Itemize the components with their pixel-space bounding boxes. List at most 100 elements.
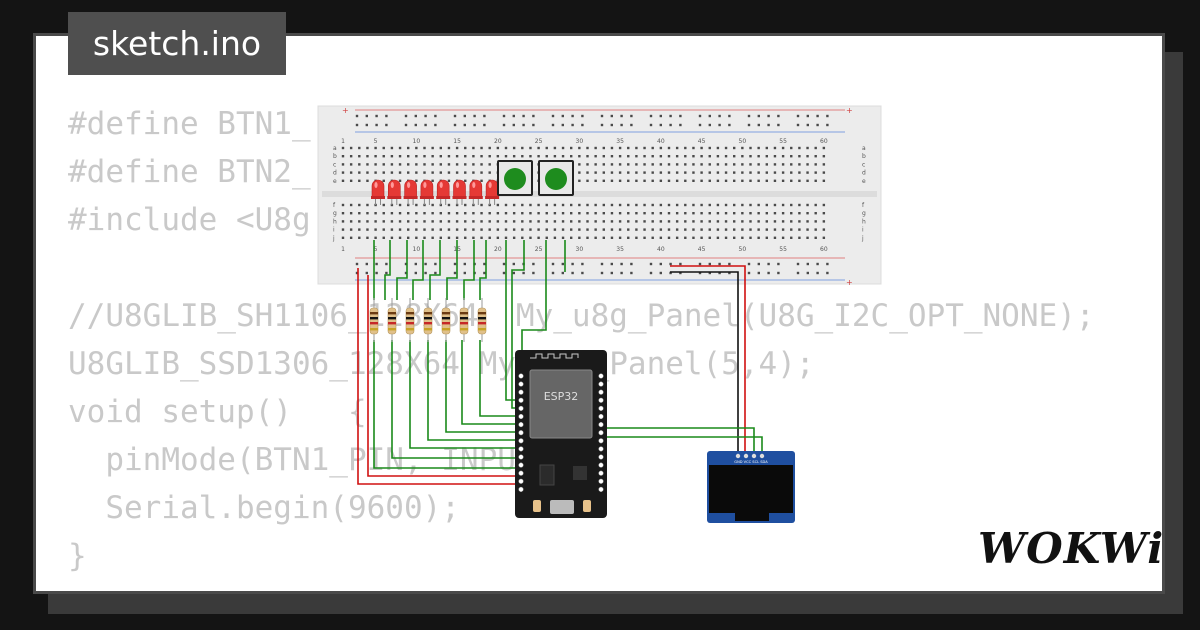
breadboard-hole [537,212,540,215]
led-red[interactable] [403,179,418,205]
breadboard-hole [602,220,605,223]
breadboard-hole [472,171,475,174]
breadboard-hole [643,228,646,231]
breadboard-hole [635,228,638,231]
esp32-board[interactable]: ESP32 [515,350,607,518]
resistor[interactable] [387,298,397,342]
breadboard-hole [415,171,418,174]
resistor[interactable] [459,298,469,342]
rail-hole [757,262,760,266]
breadboard-hole [659,228,663,231]
rail-hole [649,262,653,266]
rail-hole [512,271,515,275]
rail-hole [483,123,486,127]
breadboard-hole [578,171,581,174]
esp32-pin [598,470,604,476]
breadboard-hole [790,155,793,158]
led-red[interactable] [419,179,434,205]
breadboard-hole [366,179,369,182]
breadboard-hole [806,212,809,215]
rail-hole [385,123,388,127]
breadboard-hole [757,220,760,223]
column-number: 35 [616,138,624,145]
breadboard-hole [415,220,418,223]
resistor[interactable] [369,298,379,342]
wire-green [429,240,441,300]
column-number: 30 [576,138,584,145]
breadboard-hole [675,220,679,223]
breadboard-hole [488,220,491,223]
breadboard-hole [814,203,817,207]
breadboard-hole [366,146,369,150]
rail-hole [708,271,711,275]
breadboard-hole [341,179,345,182]
oled-display[interactable]: GND VCC SCL SDA [707,451,795,523]
breadboard-hole [366,163,369,166]
rail-hole [796,123,800,127]
breadboard-hole [675,203,679,207]
breadboard-hole [610,179,614,182]
led-red[interactable] [452,179,467,205]
breadboard-hole [366,220,369,223]
rail-hole [728,271,731,275]
file-tab[interactable]: sketch.ino [68,12,286,75]
rail-hole [600,123,604,127]
column-number: 10 [413,246,421,253]
push-button[interactable] [497,160,533,196]
rail-hole [610,123,613,127]
rail-hole [581,262,584,266]
breadboard-hole [692,163,695,166]
esp32-pin [518,454,524,460]
breadboard-hole [667,163,671,166]
breadboard-hole [586,203,589,207]
breadboard-hole [366,236,369,239]
breadboard-hole [341,146,345,150]
breadboard-hole [374,163,377,166]
breadboard-hole [455,146,459,150]
row-letter: g [862,210,866,217]
breadboard-hole [366,155,369,158]
breadboard-hole [741,146,744,150]
breadboard-hole [570,155,573,158]
row-letter: d [333,170,337,177]
rail-hole [796,262,800,266]
breadboard-hole [724,146,728,150]
led-red[interactable] [387,179,402,205]
breadboard-hole [798,228,801,231]
breadboard-hole [781,236,785,239]
led-red[interactable] [468,179,483,205]
breadboard-hole [358,236,361,239]
push-button[interactable] [538,160,574,196]
breadboard-hole [700,203,703,207]
breadboard-hole [512,203,516,207]
breadboard-hole [757,179,760,182]
rail-hole [385,262,388,266]
led-red[interactable] [436,179,451,205]
breadboard-hole [822,236,826,239]
breadboard-hole [390,220,394,223]
breadboard-hole [822,155,826,158]
rail-hole [424,114,427,118]
breadboard-hole [708,155,711,158]
breadboard-hole [415,155,418,158]
esp32-pin [598,405,604,411]
breadboard-hole [798,203,801,207]
breadboard-hole [594,179,597,182]
resistor[interactable] [423,298,433,342]
breadboard-hole [765,220,768,223]
resistor[interactable] [405,298,415,342]
breadboard-hole [464,236,467,239]
breadboard-hole [586,155,589,158]
led-red[interactable] [371,179,385,205]
resistor[interactable] [477,298,487,342]
breadboard-hole [741,228,744,231]
resistor[interactable] [441,298,451,342]
rail-hole [561,114,564,118]
breadboard-hole [708,171,711,174]
breadboard-hole [651,220,654,223]
wire-red [367,275,522,477]
breadboard-hole [537,228,540,231]
breadboard-hole [480,163,483,166]
breadboard-hole [610,146,614,150]
